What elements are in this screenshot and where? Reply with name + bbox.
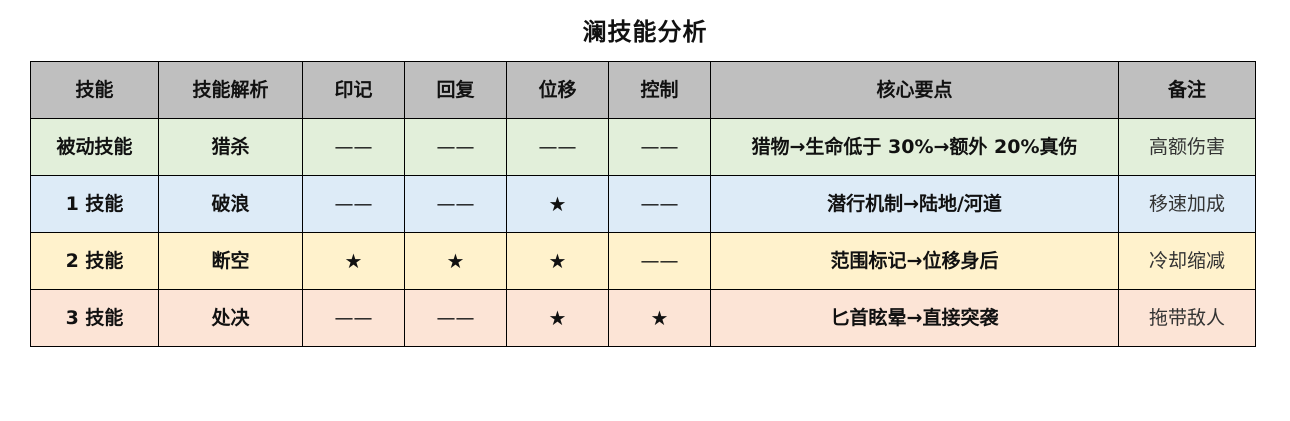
header-mark: 印记	[302, 61, 405, 119]
page-title: 澜技能分析	[582, 18, 708, 46]
recovery-cell: ——	[404, 118, 507, 176]
table-row: 3 技能处决————★★匕首眩晕→直接突袭拖带敌人	[30, 289, 1256, 347]
skill-analysis-cell: 破浪	[158, 175, 303, 233]
header-notes: 备注	[1118, 61, 1256, 119]
key-points-cell: 潜行机制→陆地/河道	[710, 175, 1119, 233]
control-cell: ——	[608, 232, 711, 290]
recovery-cell: ——	[404, 175, 507, 233]
control-cell: ——	[608, 175, 711, 233]
skill-name-cell: 被动技能	[30, 118, 159, 176]
mark-cell: ——	[302, 289, 405, 347]
table-header-row: 技能技能解析印记回复位移控制核心要点备注	[30, 61, 1256, 119]
displacement-cell: ——	[506, 118, 609, 176]
displacement-cell: ★	[506, 232, 609, 290]
mark-cell: ★	[302, 232, 405, 290]
skill-analysis-cell: 断空	[158, 232, 303, 290]
mark-cell: ——	[302, 175, 405, 233]
displacement-cell: ★	[506, 175, 609, 233]
table-row: 2 技能断空★★★——范围标记→位移身后冷却缩减	[30, 232, 1256, 290]
table-row: 被动技能猎杀————————猎物→生命低于 30%→额外 20%真伤高额伤害	[30, 118, 1256, 176]
control-cell: ——	[608, 118, 711, 176]
displacement-cell: ★	[506, 289, 609, 347]
header-skill-analysis: 技能解析	[158, 61, 303, 119]
notes-cell: 移速加成	[1118, 175, 1256, 233]
skill-analysis-cell: 猎杀	[158, 118, 303, 176]
table-row: 1 技能破浪————★——潜行机制→陆地/河道移速加成	[30, 175, 1256, 233]
header-skill: 技能	[30, 61, 159, 119]
recovery-cell: ★	[404, 232, 507, 290]
skill-name-cell: 1 技能	[30, 175, 159, 233]
notes-cell: 拖带敌人	[1118, 289, 1256, 347]
header-recovery: 回复	[404, 61, 507, 119]
notes-cell: 冷却缩减	[1118, 232, 1256, 290]
header-control: 控制	[608, 61, 711, 119]
recovery-cell: ——	[404, 289, 507, 347]
key-points-cell: 猎物→生命低于 30%→额外 20%真伤	[710, 118, 1119, 176]
key-points-cell: 范围标记→位移身后	[710, 232, 1119, 290]
skill-name-cell: 3 技能	[30, 289, 159, 347]
header-key-points: 核心要点	[710, 61, 1119, 119]
header-displacement: 位移	[506, 61, 609, 119]
mark-cell: ——	[302, 118, 405, 176]
skill-analysis-cell: 处决	[158, 289, 303, 347]
key-points-cell: 匕首眩晕→直接突袭	[710, 289, 1119, 347]
skill-name-cell: 2 技能	[30, 232, 159, 290]
control-cell: ★	[608, 289, 711, 347]
notes-cell: 高额伤害	[1118, 118, 1256, 176]
skill-analysis-table: 技能技能解析印记回复位移控制核心要点备注 被动技能猎杀————————猎物→生命…	[30, 61, 1256, 347]
